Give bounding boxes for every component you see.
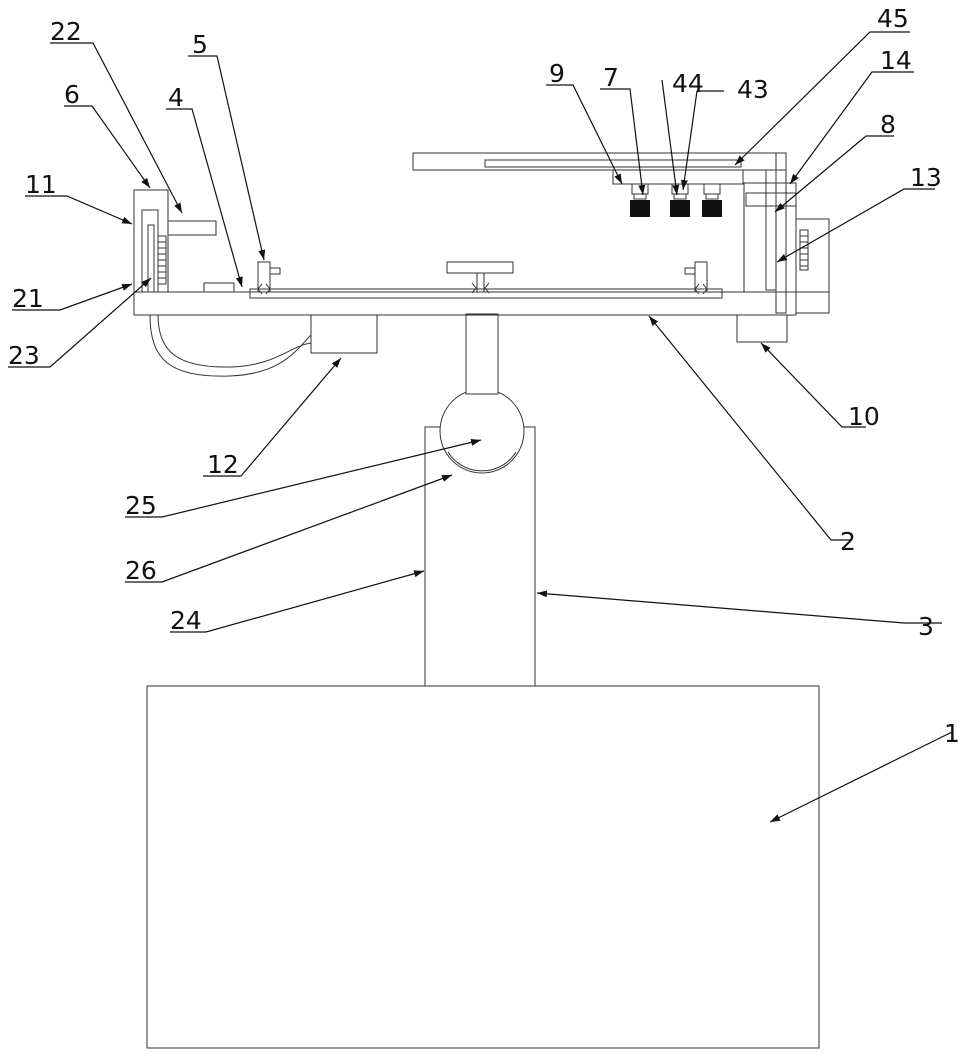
label-21: 21 — [12, 284, 44, 313]
label-3: 3 — [918, 612, 934, 641]
label-45: 45 — [877, 4, 909, 33]
label-23: 23 — [8, 341, 40, 370]
left-slider — [148, 225, 154, 292]
right-vertical-rod — [766, 170, 776, 290]
label-13: 13 — [910, 163, 942, 192]
label-22: 22 — [50, 17, 82, 46]
label-25: 25 — [125, 491, 157, 520]
label-7: 7 — [603, 63, 619, 92]
label-4: 4 — [168, 83, 184, 112]
label-24: 24 — [170, 606, 202, 635]
label-1: 1 — [944, 719, 960, 748]
center-clamp-plate — [447, 262, 513, 273]
label-12: 12 — [207, 450, 239, 479]
clamp-right-tab — [685, 268, 695, 274]
vertical-post — [466, 314, 498, 394]
right-gear-box-lower — [796, 292, 829, 313]
label-10: 10 — [848, 402, 880, 431]
label-6: 6 — [64, 80, 80, 109]
base-block — [147, 686, 819, 1048]
right-top-arm — [746, 193, 796, 206]
platform-plate — [134, 292, 796, 315]
label-14: 14 — [880, 46, 912, 75]
pump-box — [311, 315, 377, 353]
hose-inner — [158, 315, 311, 367]
rail-stop-block — [204, 283, 234, 292]
clamp-left-tab — [270, 268, 280, 274]
brush-mount-plate — [613, 170, 743, 184]
label-8: 8 — [880, 110, 896, 139]
left-inner-slot — [142, 210, 158, 292]
label-2: 2 — [840, 527, 856, 556]
right-frame-post — [776, 153, 786, 313]
right-housing — [744, 183, 796, 292]
motor-box — [737, 315, 787, 342]
left-top-arm — [168, 221, 216, 235]
slide-rail — [250, 289, 722, 298]
left-housing — [134, 190, 168, 292]
label-5: 5 — [192, 30, 208, 59]
label-9: 9 — [549, 59, 565, 88]
label-11: 11 — [25, 170, 57, 199]
left-rack-teeth — [158, 242, 166, 278]
ball-joint-outer — [440, 389, 524, 473]
label-43: 43 — [737, 75, 769, 104]
label-26: 26 — [125, 556, 157, 585]
right-rack-teeth — [800, 236, 808, 266]
label-44: 44 — [672, 69, 704, 98]
